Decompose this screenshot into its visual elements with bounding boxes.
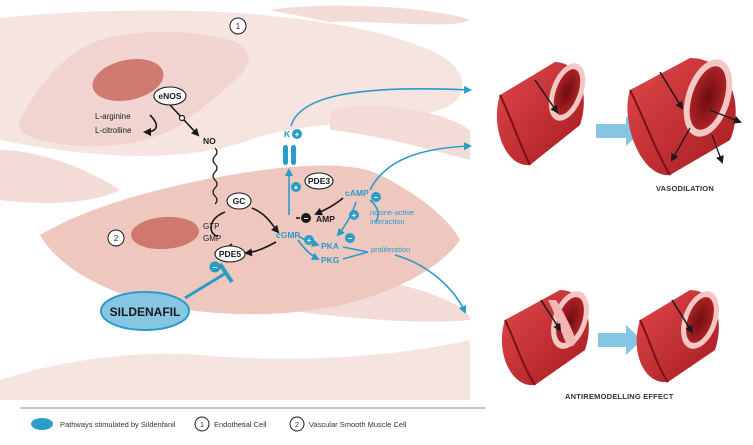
camp-minus-sign: − xyxy=(371,192,381,202)
legend-smooth-muscle-label: Vascular Smooth Muscle Cell xyxy=(309,420,407,429)
cgmp-label: cGMP xyxy=(276,230,300,240)
sildenafil-minus-sign: − xyxy=(209,261,221,273)
svg-text:−: − xyxy=(304,214,309,223)
k-plus-sign: + xyxy=(292,129,302,139)
gmp-label: GMP xyxy=(203,234,221,243)
k-to-vasodilation-arrow xyxy=(290,85,472,127)
gc-to-cgmp-arrow xyxy=(251,207,280,234)
smooth-muscle-nucleus xyxy=(131,216,199,250)
endothelial-marker: 1 xyxy=(229,17,247,35)
nosine-label-line2: interaction xyxy=(370,217,405,226)
svg-text:2: 2 xyxy=(114,234,119,243)
l-arginine-label: L-arginine xyxy=(95,112,131,121)
svg-text:1: 1 xyxy=(200,420,204,429)
gc-node: GC xyxy=(226,192,252,210)
svg-text:1: 1 xyxy=(236,22,241,31)
pka-plus-sign: + xyxy=(304,235,314,245)
camp-label: cAMP xyxy=(345,188,369,198)
svg-text:−: − xyxy=(213,263,218,272)
enos-node: eNOS xyxy=(153,86,187,106)
amp-minus-sign: − xyxy=(301,213,311,223)
no-label: NO xyxy=(203,136,216,146)
legend-marker-2 xyxy=(289,416,305,432)
pde3-node: PDE3 xyxy=(304,172,334,190)
pka-label: PKA xyxy=(321,241,339,251)
gtp-curve xyxy=(210,211,226,237)
endothelial-nucleus xyxy=(92,59,164,101)
svg-text:−: − xyxy=(348,234,353,243)
legend-pathways-label: Pathways stimulated by Sildenfanil xyxy=(60,420,176,429)
no-diffusion-wavy-line xyxy=(212,147,218,205)
enos-junction-dot xyxy=(178,114,186,122)
antiremodelling-caption: ANTIREMODELLING EFFECT xyxy=(565,392,674,401)
legend: Pathways stimulated by Sildenfanil 1 End… xyxy=(31,416,407,432)
sildenafil-inhibition-line xyxy=(184,271,227,300)
sildenafil-node: SILDENAFIL xyxy=(100,291,190,331)
pka-pkg-merge-lines xyxy=(342,246,369,260)
legend-marker-1 xyxy=(194,416,210,432)
camp-to-pka-arrow xyxy=(336,201,357,237)
svg-text:SILDENAFIL: SILDENAFIL xyxy=(110,305,181,319)
svg-text:GC: GC xyxy=(233,196,246,206)
svg-text:+: + xyxy=(352,211,357,220)
endothelial-cell-1 xyxy=(18,31,249,147)
cgmp-to-pkg-arrow xyxy=(297,239,320,260)
k-label: K xyxy=(284,129,291,139)
k-plus-sign-lower: + xyxy=(291,182,301,192)
svg-text:eNOS: eNOS xyxy=(158,91,181,101)
legend-pathway-swatch xyxy=(31,418,53,430)
legend-endothelial-label: Endothetial Cell xyxy=(214,420,267,429)
svg-text:PDE3: PDE3 xyxy=(308,176,330,186)
vessel-after-vasodilation xyxy=(627,58,742,176)
right-arrow-icon xyxy=(598,325,642,355)
nosine-label-line1: nosine-active xyxy=(370,208,414,217)
svg-text:PDE5: PDE5 xyxy=(219,249,241,259)
proliferation-to-antiremodelling-arrow xyxy=(394,254,467,314)
svg-text:+: + xyxy=(295,130,300,139)
proliferation-minus-sign: − xyxy=(345,233,355,243)
arginine-conversion-arrow xyxy=(143,114,158,136)
camp-to-vasodilation-arrow xyxy=(369,142,472,191)
pkg-label: PKG xyxy=(321,255,340,265)
cgmp-to-pde5-arrow xyxy=(244,241,277,257)
svg-text:2: 2 xyxy=(295,420,299,429)
nosine-interaction-curve xyxy=(369,199,379,223)
k-channel-icon xyxy=(283,145,296,165)
sildenafil-inhibition-bar xyxy=(218,262,234,284)
proliferation-label: proliferation xyxy=(371,245,410,254)
camp-to-amp-arrow xyxy=(314,197,344,216)
svg-text:−: − xyxy=(374,193,379,202)
smooth-muscle-marker: 2 xyxy=(107,229,125,247)
amp-label: AMP xyxy=(316,214,335,224)
vasodilation-caption: VASODILATION xyxy=(656,184,714,193)
svg-text:+: + xyxy=(294,183,299,192)
pde5-node: PDE5 xyxy=(214,245,246,263)
svg-text:+: + xyxy=(307,236,312,245)
vessel-before-vasodilation xyxy=(496,62,586,166)
vessel-after-antiremodelling xyxy=(636,290,719,383)
l-citrolline-label: L-citrolline xyxy=(95,126,132,135)
vessel-before-antiremodelling xyxy=(501,290,589,386)
